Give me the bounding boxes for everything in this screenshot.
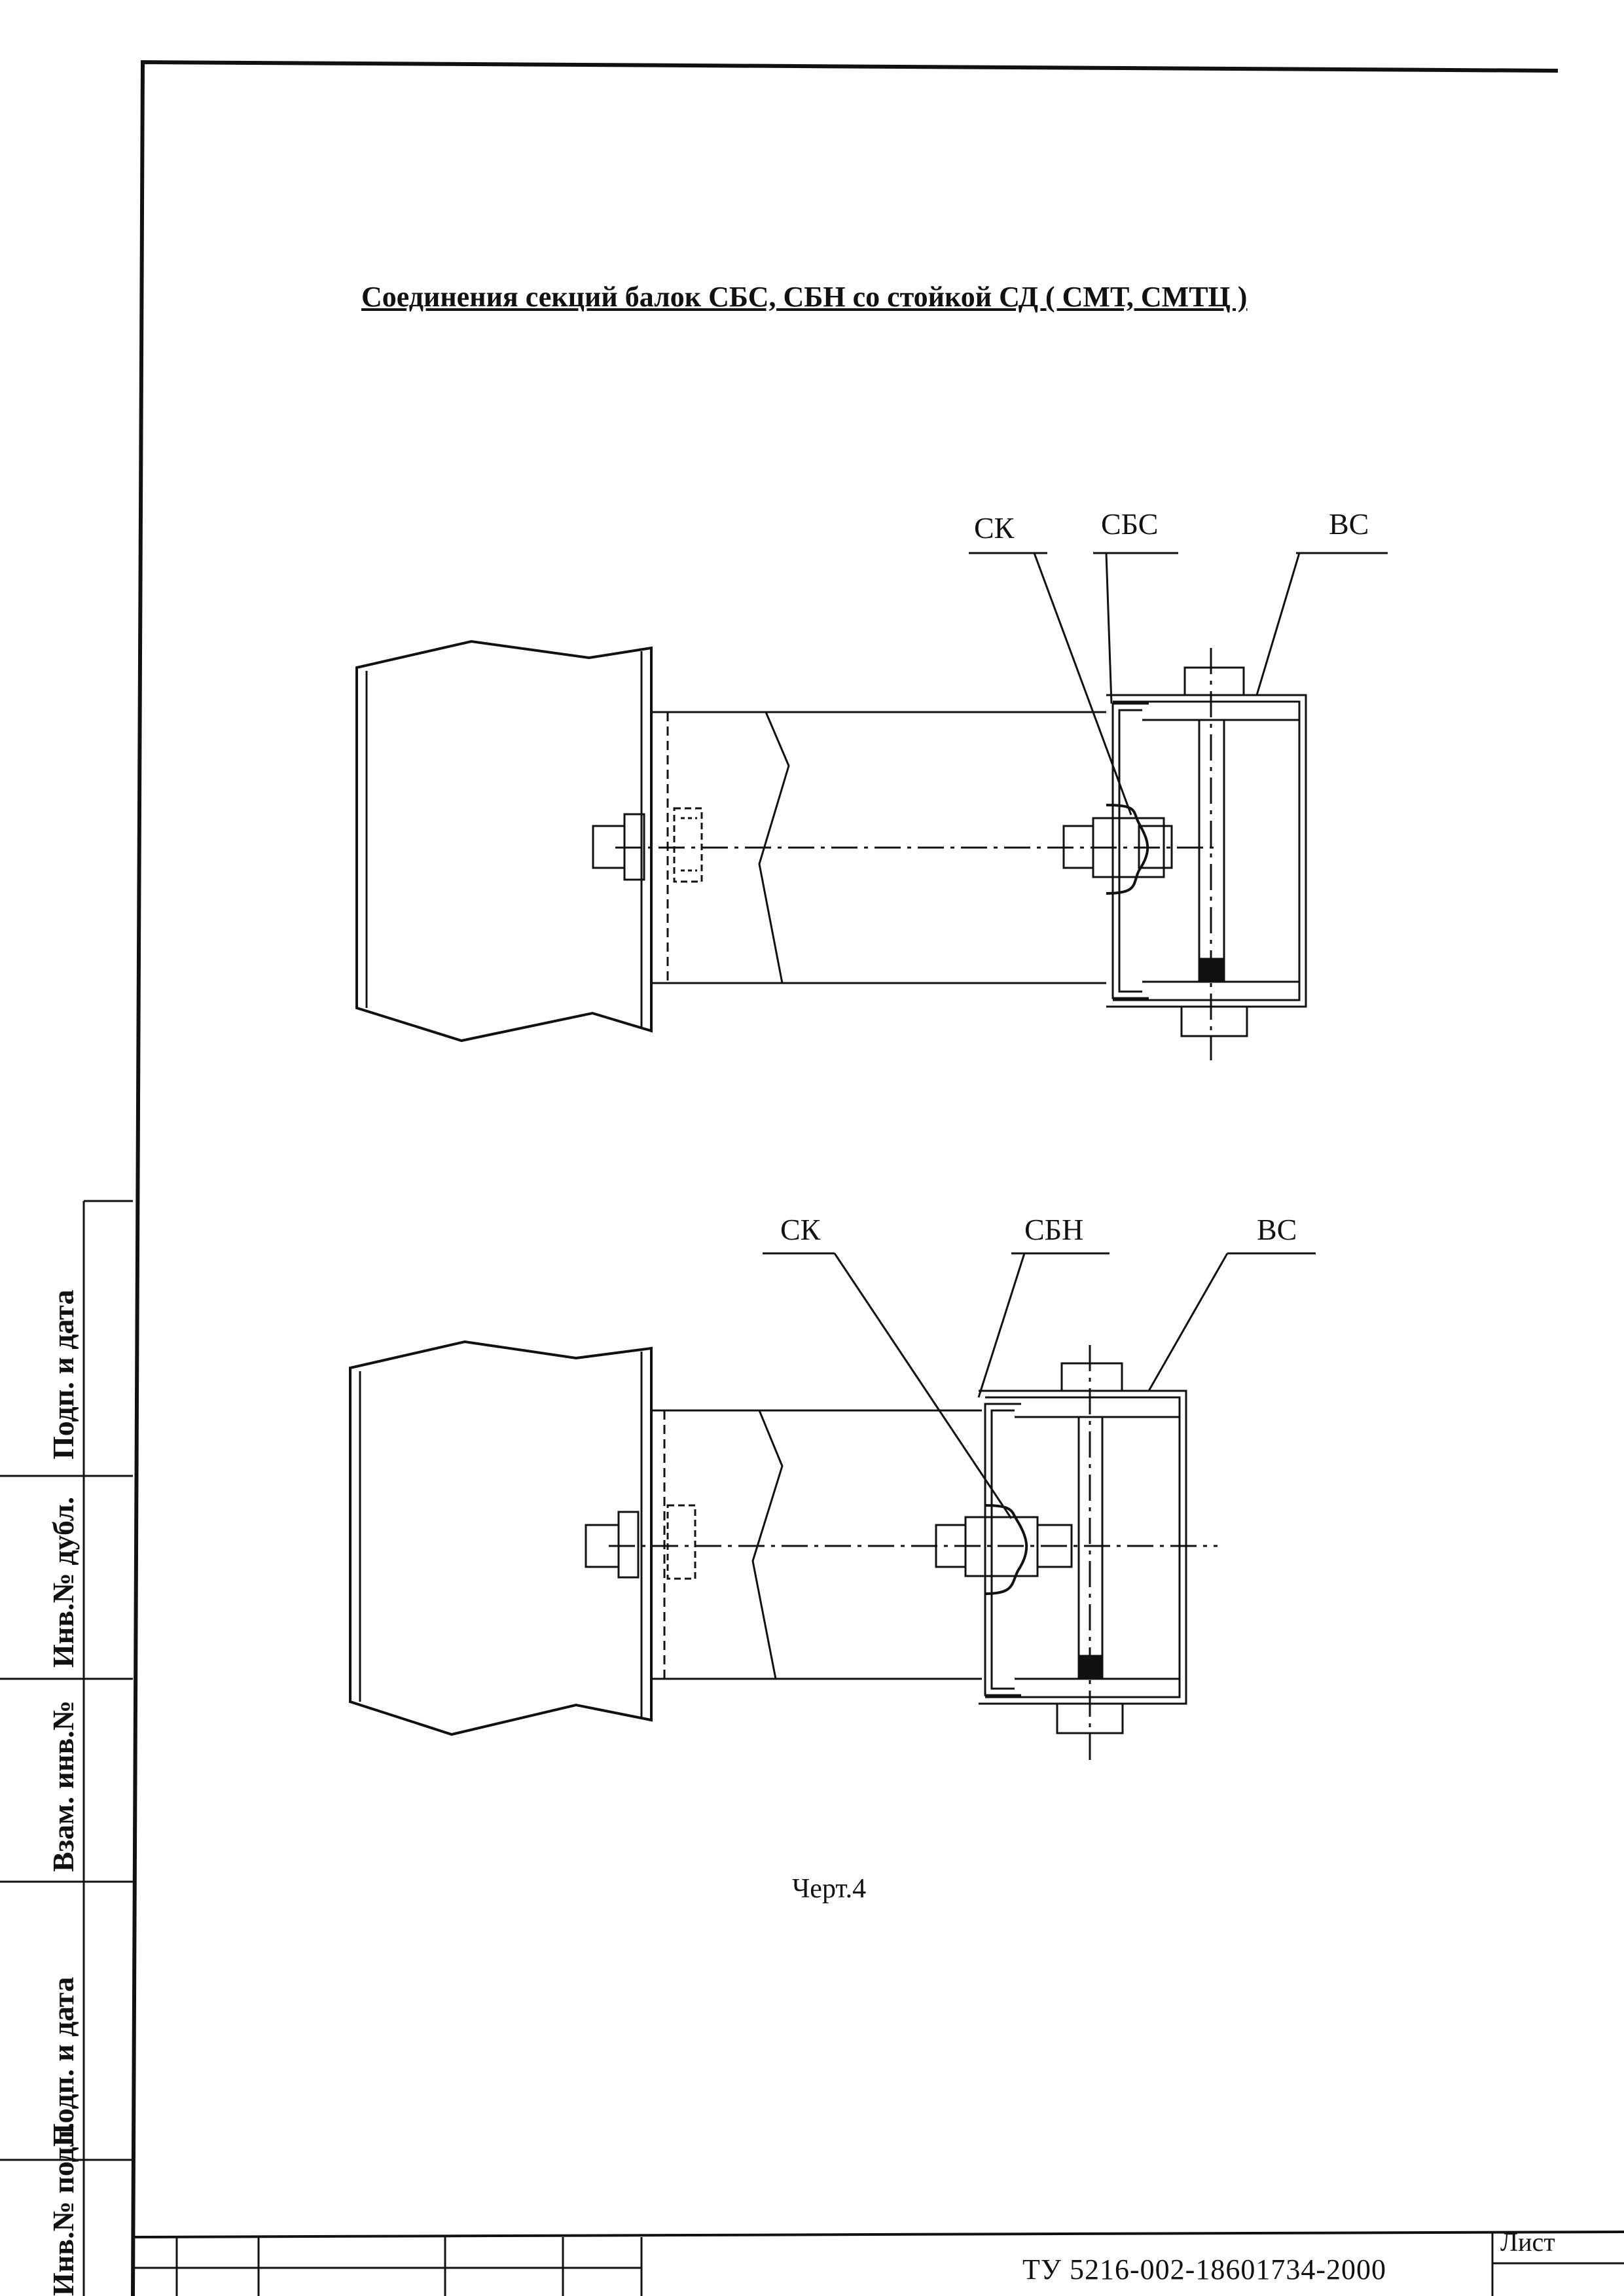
drawing-title: Соединения секций балок СБС, СБН со стой… — [361, 281, 1248, 313]
post-lower — [979, 1345, 1187, 1761]
stamp-field-dup-inventory: Инв.№ дубл. — [46, 1496, 80, 1668]
stamp-field-replace-inventory: Взам. инв.№ — [46, 1700, 80, 1872]
drawing-caption: Черт.4 — [792, 1874, 867, 1904]
upper-assembly — [355, 639, 1307, 1060]
frame-border — [131, 60, 1559, 2296]
stamp-field-original-inventory: Инв.№ подл. — [46, 2122, 80, 2296]
stamp-field-sign-date-2: Подп. и дата — [46, 1977, 80, 2147]
label-sk-upper: СК — [974, 511, 1015, 545]
beam-end-plate-lower — [349, 1340, 653, 1736]
beam-section-lower — [651, 1409, 982, 1680]
label-sk-lower: СК — [780, 1213, 821, 1246]
clamp-upper — [1062, 804, 1173, 895]
label-vs-lower: ВС — [1257, 1213, 1297, 1246]
label-sbs-upper: СБС — [1101, 507, 1159, 541]
stamp-field-sign-date-1: Подп. и дата — [46, 1289, 80, 1460]
post-upper — [1106, 648, 1307, 1060]
beam-section-upper — [651, 711, 1106, 984]
leader-lines — [763, 552, 1388, 1519]
left-bolt-upper — [592, 807, 703, 883]
label-vs-upper: ВС — [1329, 507, 1369, 541]
title-block-grid — [132, 2231, 1624, 2296]
beam-end-plate-upper — [355, 639, 653, 1043]
document-number: ТУ 5216-002-18601734-2000 — [1022, 2253, 1386, 2286]
label-sbn-lower: СБН — [1024, 1213, 1084, 1246]
side-stamp-grid — [0, 1200, 133, 2296]
clamp-lower — [935, 1504, 1073, 1595]
lower-assembly — [349, 1340, 1218, 1761]
sheet-label: Лист — [1500, 2227, 1555, 2257]
